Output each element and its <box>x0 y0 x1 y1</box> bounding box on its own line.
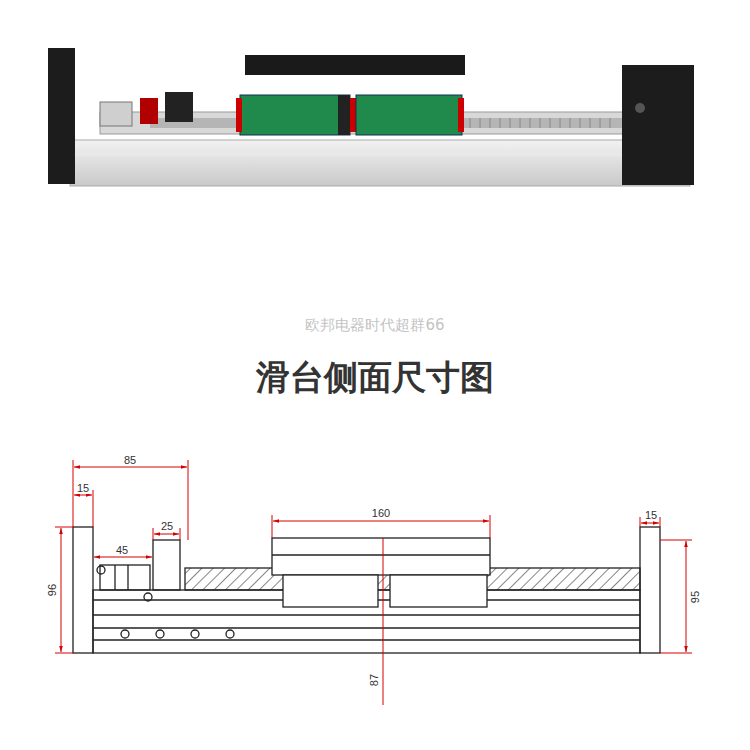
slide-drawing <box>73 527 660 653</box>
dimension-value: 15 <box>76 482 90 494</box>
page-title: 滑台侧面尺寸图 <box>256 355 494 401</box>
dimension-value: 45 <box>115 544 129 556</box>
dimension-value: 85 <box>123 454 137 466</box>
slide-photo <box>48 48 694 186</box>
dimension-value: 87 <box>368 673 380 687</box>
watermark: 欧邦电器时代超群66 <box>305 316 444 335</box>
dimension-lines <box>55 460 692 705</box>
dimension-value: 15 <box>644 509 658 521</box>
dimension-value: 95 <box>689 590 701 604</box>
dimension-value: 160 <box>371 507 391 519</box>
dimension-value: 96 <box>46 583 58 597</box>
dimension-value: 25 <box>160 520 174 532</box>
